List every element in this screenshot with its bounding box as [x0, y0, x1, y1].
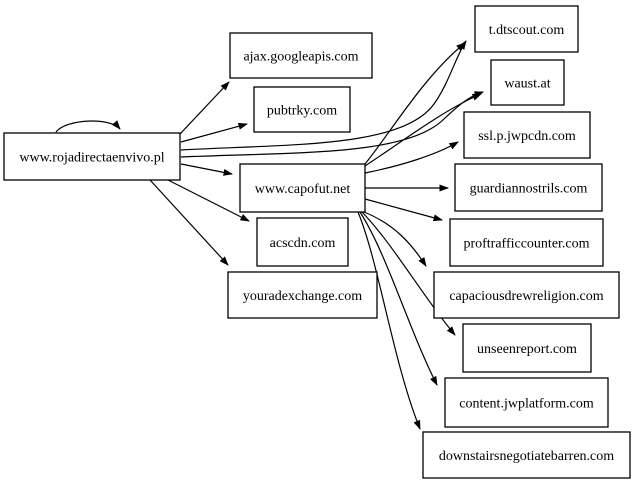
node-label-tdtscout: t.dtscout.com [489, 23, 565, 38]
node-box-acscdn [256, 217, 349, 267]
node-label-rojadirectaenvivo: www.rojadirectaenvivo.pl [19, 151, 164, 166]
node-label-pubtrky: pubtrky.com [267, 104, 337, 119]
edge-rojadirectaenvivo-to-tdtscout [180, 40, 467, 151]
node-box-tdtscout [474, 5, 579, 53]
node-label-waust: waust.at [504, 77, 550, 92]
graph-node-guardiannostrils: guardiannostrils.com [454, 163, 603, 212]
graph-node-ajax-googleapis: ajax.googleapis.com [229, 32, 373, 79]
node-label-ajax-googleapis: ajax.googleapis.com [243, 50, 358, 65]
node-label-downstairsnegotiatebarren: downstairsnegotiatebarren.com [439, 449, 614, 464]
edge-rojadirectaenvivo-to-acscdn [167, 179, 250, 222]
node-box-ssl-p-jwpcdn [463, 111, 591, 159]
graph-node-content-jwplatform: content.jwplatform.com [444, 377, 609, 428]
node-label-proftrafficcounter: proftrafficcounter.com [463, 237, 589, 252]
node-label-capofut: www.capofut.net [255, 182, 351, 197]
node-box-capaciousdrewreligion [433, 271, 620, 319]
node-box-content-jwplatform [444, 377, 609, 428]
node-box-waust [490, 59, 565, 106]
node-box-proftrafficcounter [449, 218, 604, 267]
node-box-downstairsnegotiatebarren [422, 431, 631, 479]
node-label-ssl-p-jwpcdn: ssl.p.jwpcdn.com [478, 129, 576, 144]
graph-node-proftrafficcounter: proftrafficcounter.com [449, 218, 604, 267]
node-label-guardiannostrils: guardiannostrils.com [470, 182, 588, 197]
edge-capofut-to-proftrafficcounter [364, 198, 443, 222]
node-box-rojadirectaenvivo [3, 132, 181, 181]
node-box-unseenreport [462, 323, 592, 373]
edge-capofut-to-unseenreport [361, 211, 456, 336]
edge-rojadirectaenvivo-to-youradexchange [149, 179, 229, 266]
edge-capofut-to-content-jwplatform [359, 211, 438, 386]
graph-node-unseenreport: unseenreport.com [462, 323, 592, 373]
node-box-youradexchange [227, 271, 378, 319]
edge-rojadirectaenvivo-to-rojadirectaenvivo [55, 120, 121, 133]
node-label-content-jwplatform: content.jwplatform.com [459, 397, 594, 412]
node-label-capaciousdrewreligion: capaciousdrewreligion.com [449, 289, 603, 304]
edge-capofut-to-capaciousdrewreligion [363, 211, 427, 267]
edge-rojadirectaenvivo-to-capofut [180, 163, 233, 176]
edge-capofut-to-ssl-p-jwpcdn [364, 141, 459, 174]
graph-node-capaciousdrewreligion: capaciousdrewreligion.com [433, 271, 620, 319]
graph-node-tdtscout: t.dtscout.com [474, 5, 579, 53]
edge-rojadirectaenvivo-to-pubtrky [180, 122, 248, 143]
node-box-capofut [239, 163, 366, 213]
graph-node-capofut: www.capofut.net [239, 163, 366, 213]
graph-node-acscdn: acscdn.com [256, 217, 349, 267]
node-label-acscdn: acscdn.com [270, 236, 336, 251]
node-box-pubtrky [253, 86, 351, 133]
graph-node-rojadirectaenvivo: www.rojadirectaenvivo.pl [3, 132, 181, 181]
graph-node-waust: waust.at [490, 59, 565, 106]
node-label-unseenreport: unseenreport.com [477, 342, 577, 357]
edge-capofut-to-tdtscout [364, 42, 466, 165]
node-label-youradexchange: youradexchange.com [243, 289, 362, 304]
edge-capofut-to-waust [364, 93, 482, 167]
node-box-ajax-googleapis [229, 32, 373, 79]
graph-node-downstairsnegotiatebarren: downstairsnegotiatebarren.com [422, 431, 631, 479]
graph-node-youradexchange: youradexchange.com [227, 271, 378, 319]
graph-node-pubtrky: pubtrky.com [253, 86, 351, 133]
graph-node-ssl-p-jwpcdn: ssl.p.jwpcdn.com [463, 111, 591, 159]
edge-capofut-to-downstairsnegotiatebarren [357, 211, 421, 430]
edge-rojadirectaenvivo-to-waust [180, 91, 484, 158]
node-box-guardiannostrils [454, 163, 603, 212]
edge-rojadirectaenvivo-to-ajax-googleapis [179, 81, 230, 135]
